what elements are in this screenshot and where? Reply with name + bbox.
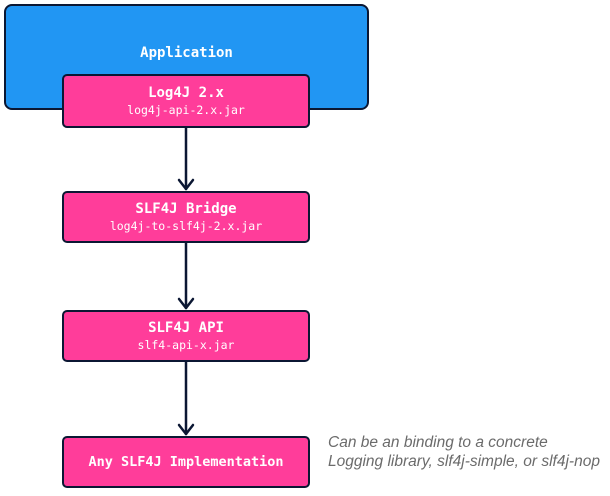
slf4j-api-node-subtitle: slf4-api-x.jar: [137, 338, 235, 352]
slf4j-implementation-node-title: Any SLF4J Implementation: [88, 454, 284, 470]
slf4j-bridge-node-title: SLF4J Bridge: [135, 201, 237, 217]
slf4j-bridge-node-subtitle: log4j-to-slf4j-2.x.jar: [109, 219, 263, 233]
slf4j-bridge-node: SLF4J Bridge log4j-to-slf4j-2.x.jar: [62, 191, 310, 243]
implementation-note: Can be an binding to a concrete Logging …: [328, 434, 600, 470]
slf4j-api-node-title: SLF4J API: [148, 320, 224, 336]
slf4j-implementation-node: Any SLF4J Implementation: [62, 436, 310, 488]
log4j-node-title: Log4J 2.x: [148, 85, 224, 101]
log4j-node: Log4J 2.x log4j-api-2.x.jar: [62, 74, 310, 128]
log4j-node-subtitle: log4j-api-2.x.jar: [127, 103, 245, 117]
application-label: Application: [140, 45, 233, 61]
arrowhead-api-to-implementation: [177, 423, 195, 436]
arrowhead-bridge-to-api: [177, 297, 195, 310]
slf4j-api-node: SLF4J API slf4-api-x.jar: [62, 310, 310, 362]
arrowhead-log4j-to-bridge: [177, 178, 195, 191]
